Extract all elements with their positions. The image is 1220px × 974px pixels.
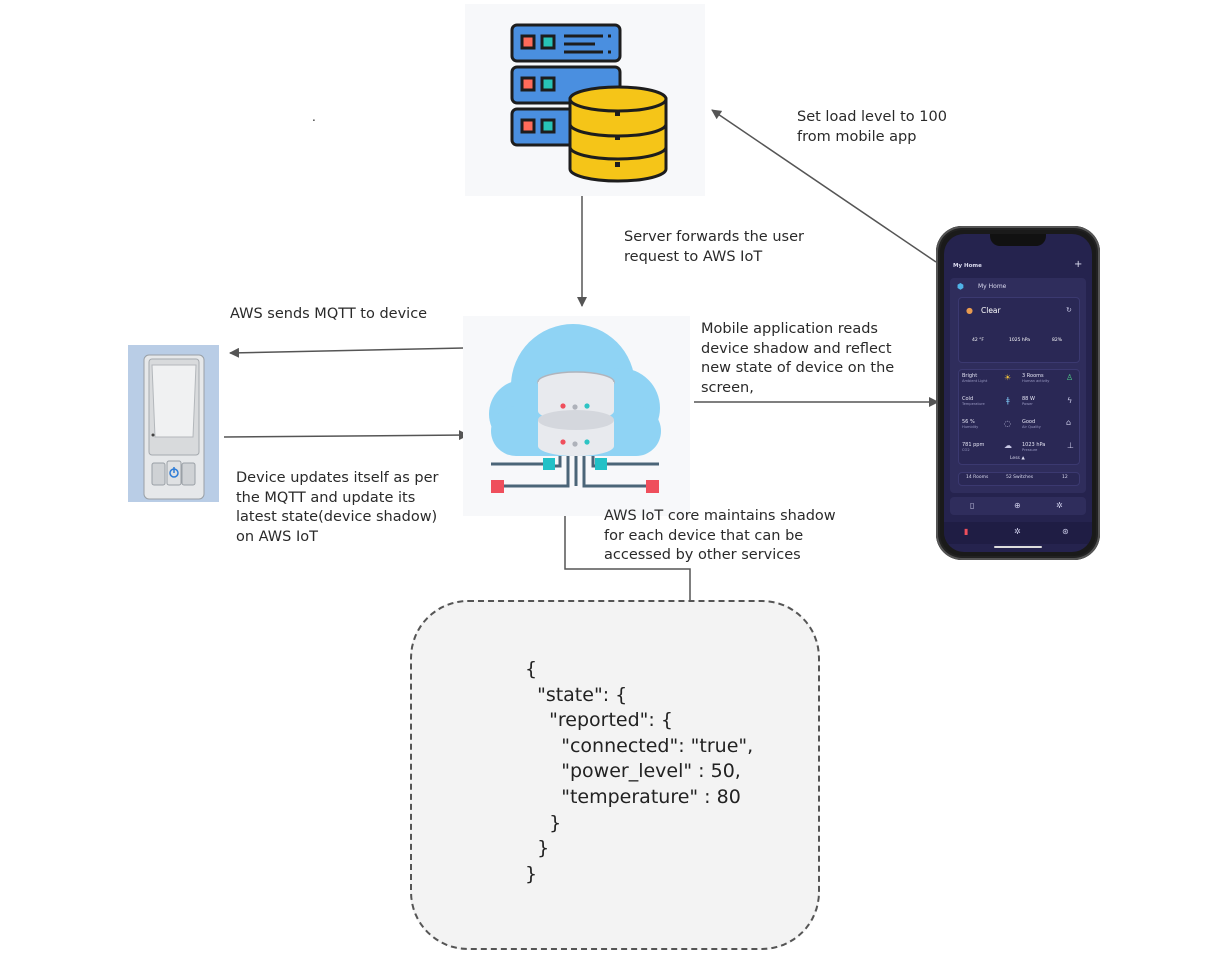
- home-icon: ⌂: [1066, 418, 1072, 427]
- nav-home-icon[interactable]: ▮: [964, 527, 969, 536]
- humidity-icon: ◌: [1004, 419, 1011, 428]
- home-indicator: [994, 546, 1042, 548]
- smart-switch-device-image: [128, 345, 219, 502]
- sensor-grid-card: [958, 369, 1080, 465]
- thermometer-icon: ǂ: [1006, 396, 1010, 405]
- phone-screen: My Home + ⬢ My Home ● Clear ↻ 42 °F 1025…: [944, 234, 1092, 552]
- json-line: "temperature" : 80: [525, 786, 741, 808]
- less-toggle[interactable]: Less ▲: [1010, 456, 1025, 461]
- weather-icon: ●: [966, 306, 973, 315]
- settings-icon[interactable]: ✲: [1056, 501, 1063, 510]
- json-line: "power_level" : 50,: [525, 760, 741, 782]
- stat-pressure: 1025 hPa: [1009, 338, 1031, 343]
- cloud-database-icon: [489, 324, 661, 493]
- home-shield-icon: ⬢: [957, 282, 964, 291]
- lock-icon[interactable]: ⊕: [1014, 501, 1021, 510]
- grid-label: Humidity: [962, 425, 979, 429]
- grid-value: 781 ppm: [962, 442, 985, 448]
- cloud-icon: ☁: [1004, 441, 1012, 450]
- device-shadow-json-box: [410, 600, 820, 950]
- device-icon[interactable]: ▯: [970, 501, 975, 510]
- arrow-phone-to-server: [711, 109, 937, 263]
- bottom-nav: [944, 522, 1092, 544]
- grid-label: Pressure: [1022, 448, 1038, 452]
- grid-label: Ambient Light: [962, 379, 988, 383]
- arrow-device-to-iot: [223, 430, 469, 441]
- quick-actions-bar: [950, 497, 1086, 515]
- extra-count[interactable]: 12: [1062, 475, 1068, 480]
- grid-value: 1023 hPa: [1022, 442, 1046, 448]
- json-line: "reported": {: [525, 709, 673, 731]
- add-icon[interactable]: +: [1074, 259, 1083, 270]
- label-device-updates: Device updates itself as per the MQTT an…: [236, 470, 439, 545]
- grid-label: Human activity: [1022, 379, 1050, 383]
- grid-label: CO2: [962, 448, 970, 452]
- power-icon: ϟ: [1067, 396, 1073, 405]
- grid-label: Power: [1022, 402, 1033, 406]
- mobile-phone: My Home + ⬢ My Home ● Clear ↻ 42 °F 1025…: [936, 226, 1100, 560]
- switches-count[interactable]: 52 Switches: [1006, 475, 1034, 480]
- gauge-icon: ⊥: [1067, 441, 1074, 450]
- arrow-iot-to-device: [229, 347, 465, 358]
- home-card-title: My Home: [978, 283, 1007, 290]
- grid-value: 88 W: [1022, 396, 1035, 402]
- smart-switch-drawing: [143, 354, 205, 500]
- phone-notch: [990, 234, 1046, 246]
- stray-dot: .: [312, 110, 316, 124]
- grid-label: Temperature: [962, 402, 985, 406]
- json-line: }: [525, 812, 562, 834]
- weather-card: [958, 297, 1080, 363]
- grid-value: 56 %: [962, 419, 975, 425]
- aws-iot-cloud-node: [463, 316, 690, 516]
- label-iot-core-shadow: AWS IoT core maintains shadow for each d…: [604, 508, 836, 563]
- server-database-icon: [510, 23, 668, 183]
- grid-value: Bright: [962, 373, 978, 379]
- grid-value: Cold: [962, 396, 974, 402]
- server-database-node: [465, 4, 705, 196]
- summary-bar: [958, 472, 1080, 486]
- phone-home-title[interactable]: My Home: [953, 263, 982, 269]
- label-server-forwards: Server forwards the user request to AWS …: [624, 229, 804, 265]
- json-line: {: [525, 658, 538, 680]
- grid-value: Good: [1022, 419, 1036, 425]
- stat-humidity: 82%: [1052, 338, 1063, 343]
- label-set-load-level: Set load level to 100 from mobile app: [797, 109, 947, 145]
- rooms-count[interactable]: 14 Rooms: [966, 475, 989, 480]
- person-icon: ♙: [1066, 373, 1074, 382]
- nav-scenes-icon[interactable]: ✲: [1014, 527, 1021, 536]
- json-line: "state": {: [525, 684, 628, 706]
- sun-icon: ☀: [1004, 373, 1012, 382]
- stat-outdoor-temp: 42 °F: [972, 338, 984, 343]
- grid-label: Air Quality: [1022, 425, 1041, 429]
- json-line: }: [525, 837, 550, 859]
- label-aws-sends-mqtt: AWS sends MQTT to device: [230, 306, 428, 322]
- refresh-icon[interactable]: ↻: [1066, 306, 1072, 314]
- json-line: "connected": "true",: [525, 735, 754, 757]
- json-line: }: [525, 863, 538, 885]
- grid-value: 3 Rooms: [1022, 373, 1044, 379]
- nav-automation-icon[interactable]: ⊛: [1062, 527, 1069, 536]
- label-mobile-reads-shadow: Mobile application reads device shadow a…: [701, 321, 895, 396]
- weather-condition: Clear: [981, 306, 1001, 315]
